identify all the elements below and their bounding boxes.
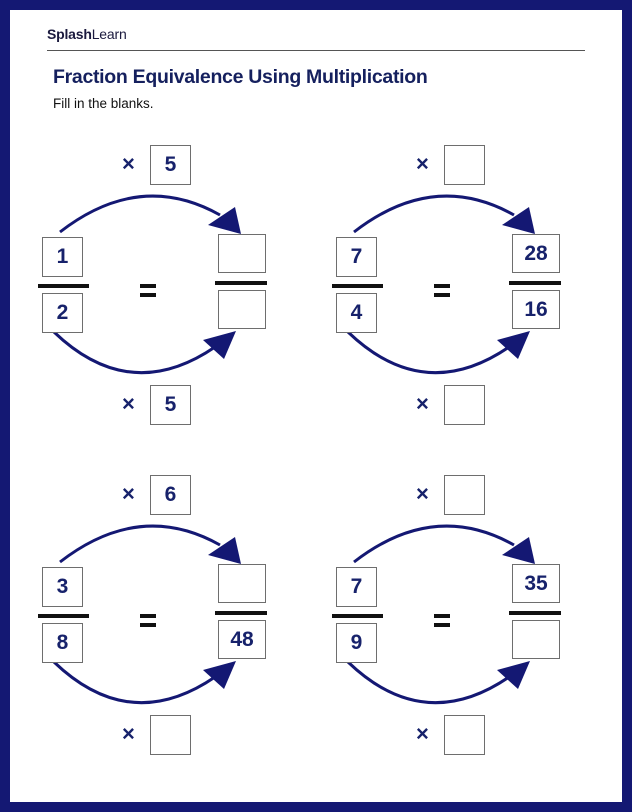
worksheet-instructions: Fill in the blanks.	[53, 96, 154, 111]
right-denominator-box[interactable]	[512, 620, 560, 659]
arrow-arcs	[52, 524, 241, 705]
bottom-arrow-arc	[52, 330, 216, 375]
logo-bold-part: Splash	[47, 26, 92, 42]
bottom-times-icon: ×	[122, 721, 135, 746]
right-denominator-box[interactable]: 48	[218, 620, 266, 659]
problem-1: × 5 1 2 × 5	[30, 135, 310, 435]
top-arrow-arc	[59, 194, 221, 234]
left-denominator-box[interactable]: 2	[42, 293, 83, 333]
problem-4: × 7 9 35 ×	[324, 465, 604, 765]
splashlearn-logo: SplashLearn	[47, 26, 127, 42]
worksheet-title: Fraction Equivalence Using Multiplicatio…	[53, 66, 428, 88]
top-arrow-arc	[353, 524, 515, 564]
top-arrowhead-icon	[208, 537, 241, 564]
bottom-multiplier-box[interactable]: 5	[150, 385, 191, 425]
left-fraction-bar	[332, 614, 383, 618]
right-denominator-box[interactable]: 16	[512, 290, 560, 329]
left-fraction-bar	[332, 284, 383, 288]
right-fraction-bar	[509, 281, 561, 285]
top-times-icon: ×	[122, 151, 135, 176]
bottom-times-icon: ×	[416, 391, 429, 416]
right-numerator-box[interactable]: 35	[512, 564, 560, 603]
right-fraction-bar	[215, 281, 267, 285]
left-numerator-box[interactable]: 7	[336, 567, 377, 607]
right-numerator-box[interactable]	[218, 564, 266, 603]
top-arrow-arc	[353, 194, 515, 234]
equals-sign	[140, 614, 156, 627]
top-arrowhead-icon	[208, 207, 241, 234]
bottom-multiplier-box[interactable]	[150, 715, 191, 755]
bottom-times-icon: ×	[122, 391, 135, 416]
top-times-icon: ×	[122, 481, 135, 506]
top-multiplier-box[interactable]: 5	[150, 145, 191, 185]
worksheet-page: SplashLearn Fraction Equivalence Using M…	[10, 10, 622, 802]
arrow-arcs	[346, 524, 535, 705]
bottom-arrow-arc	[52, 660, 216, 705]
right-fraction-bar	[215, 611, 267, 615]
logo-regular-part: Learn	[91, 26, 127, 42]
top-times-icon: ×	[416, 481, 429, 506]
bottom-arrowhead-icon	[497, 331, 530, 359]
right-numerator-box[interactable]: 28	[512, 234, 560, 273]
left-denominator-box[interactable]: 8	[42, 623, 83, 663]
bottom-arrow-arc	[346, 660, 510, 705]
left-numerator-box[interactable]: 7	[336, 237, 377, 277]
equals-sign	[140, 284, 156, 297]
bottom-multiplier-box[interactable]	[444, 385, 485, 425]
bottom-multiplier-box[interactable]	[444, 715, 485, 755]
bottom-times-icon: ×	[416, 721, 429, 746]
top-multiplier-box[interactable]: 6	[150, 475, 191, 515]
problem-3: × 6 3 8 48 ×	[30, 465, 310, 765]
right-numerator-box[interactable]	[218, 234, 266, 273]
right-denominator-box[interactable]	[218, 290, 266, 329]
arrow-arcs	[52, 194, 241, 375]
top-arrowhead-icon	[502, 537, 535, 564]
top-multiplier-box[interactable]	[444, 145, 485, 185]
bottom-arrow-arc	[346, 330, 510, 375]
arrow-arcs	[346, 194, 535, 375]
top-arrowhead-icon	[502, 207, 535, 234]
header-divider	[47, 50, 585, 51]
left-numerator-box[interactable]: 1	[42, 237, 83, 277]
left-fraction-bar	[38, 284, 89, 288]
bottom-arrowhead-icon	[203, 661, 236, 689]
right-fraction-bar	[509, 611, 561, 615]
top-multiplier-box[interactable]	[444, 475, 485, 515]
top-times-icon: ×	[416, 151, 429, 176]
left-fraction-bar	[38, 614, 89, 618]
left-numerator-box[interactable]: 3	[42, 567, 83, 607]
bottom-arrowhead-icon	[203, 331, 236, 359]
equals-sign	[434, 614, 450, 627]
problem-2: × 7 4 28 16 ×	[324, 135, 604, 435]
equals-sign	[434, 284, 450, 297]
bottom-arrowhead-icon	[497, 661, 530, 689]
left-denominator-box[interactable]: 4	[336, 293, 377, 333]
left-denominator-box[interactable]: 9	[336, 623, 377, 663]
top-arrow-arc	[59, 524, 221, 564]
